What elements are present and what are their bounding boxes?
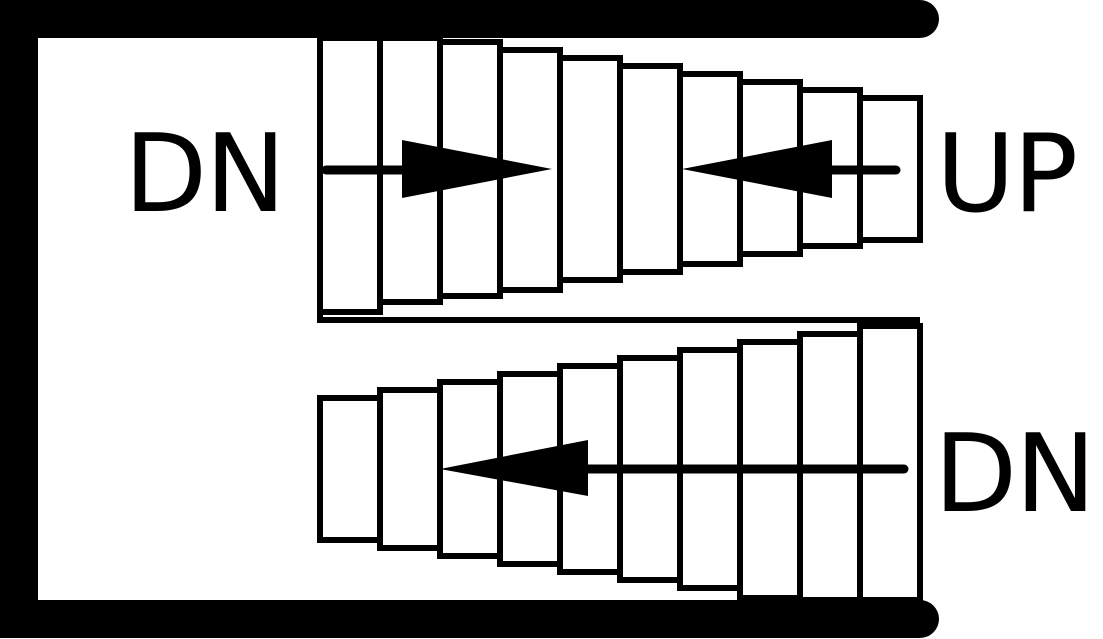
arrow-left-icon	[682, 140, 901, 198]
arrow-left-icon	[440, 440, 909, 496]
arrow-right-icon	[321, 140, 552, 198]
upper-tread	[317, 35, 383, 315]
lower-tread	[317, 395, 383, 543]
flight-divider	[317, 38, 920, 323]
upper-tread	[617, 63, 683, 275]
lower-stair-flight	[317, 323, 923, 603]
label-dn-upper: DN	[124, 112, 284, 237]
lower-tread	[857, 323, 923, 603]
outer-wall	[0, 0, 939, 638]
lower-tread	[377, 387, 443, 551]
label-up: UP	[936, 112, 1076, 237]
upper-tread	[557, 55, 623, 283]
label-dn-lower: DN	[934, 412, 1094, 537]
